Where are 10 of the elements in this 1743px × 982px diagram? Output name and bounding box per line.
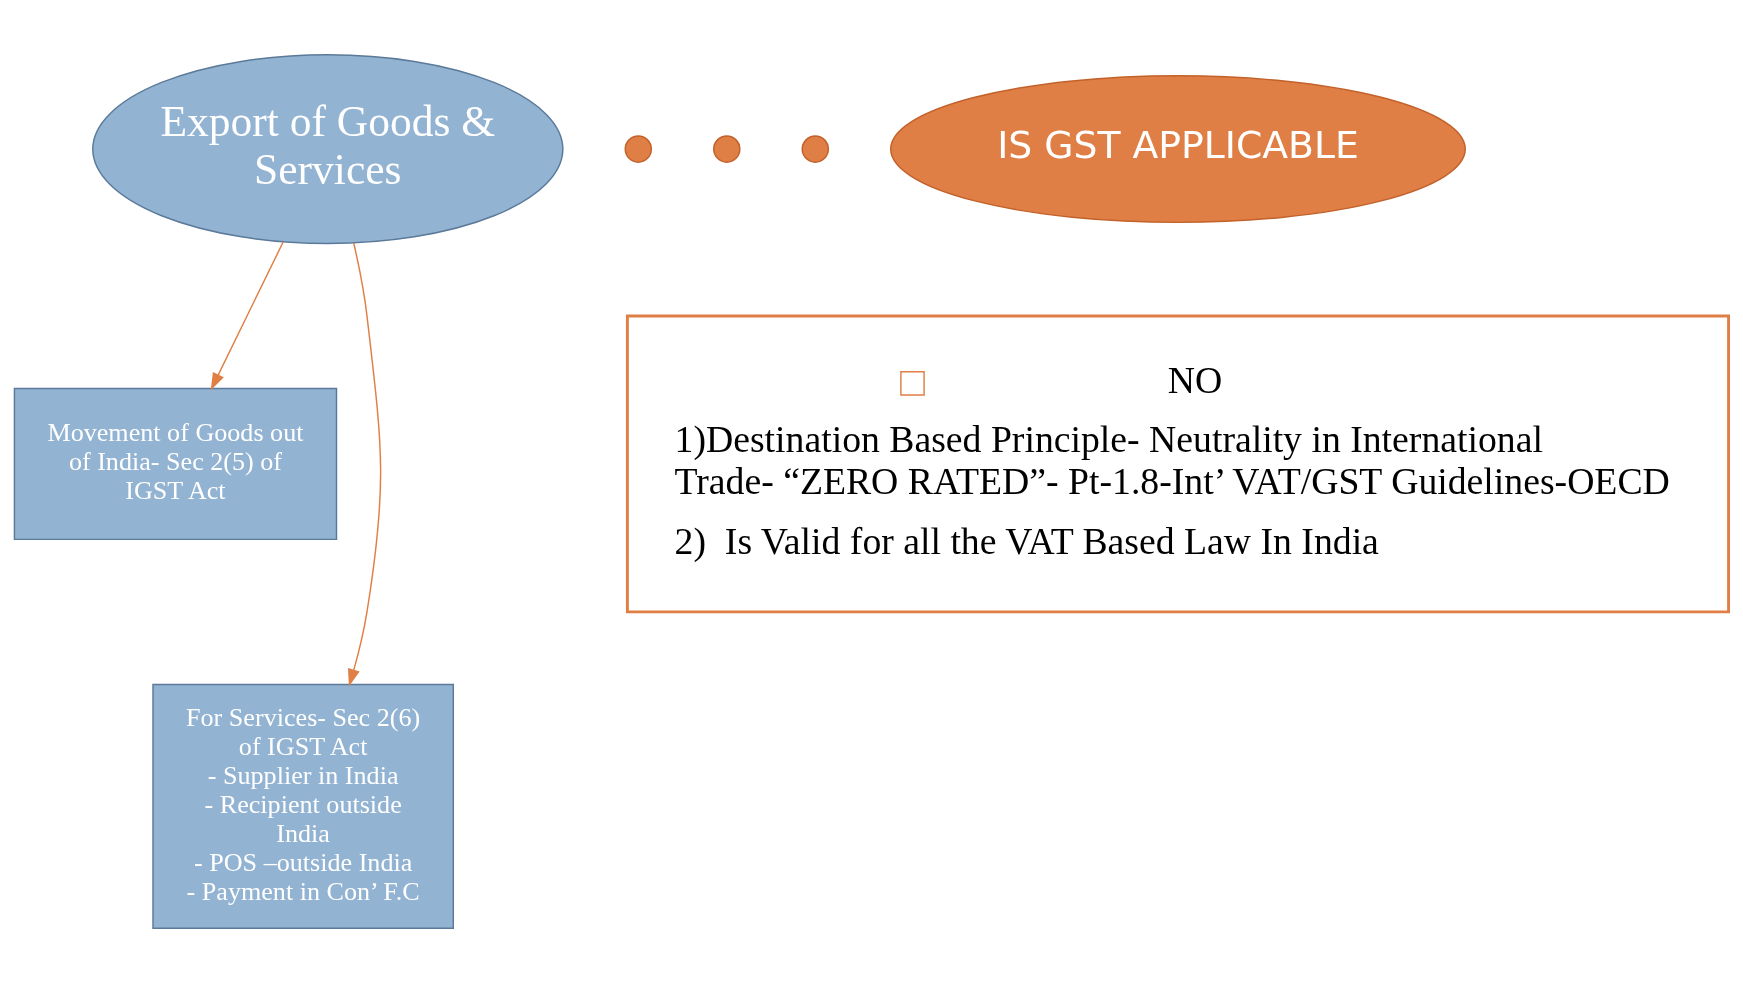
node-ellipse: IS GST APPLICABLE xyxy=(890,74,1466,223)
node-box: Movement of Goods out of India- Sec 2(5) of IGST Act xyxy=(13,387,338,540)
node-circle xyxy=(624,134,653,163)
node-circle xyxy=(713,134,741,163)
arrow xyxy=(348,241,382,686)
node-ellipse: Export of Goods & Services xyxy=(92,53,564,244)
node-circle xyxy=(801,134,830,163)
node-box: NO 1)Destination Based Principle- Neutrality in International Trade- “ZERO RATED”- Pt-1.8-Int’ VAT/GST Guidelines-OECD 2) Is Valid for all the VAT Based Law In India xyxy=(625,314,1730,613)
node-box: For Services- Sec 2(6) of IGST Act - Supplier in India - Recipient outside India - POS –outside India - Payment in Con’ F.C xyxy=(152,683,455,929)
arrow xyxy=(210,240,284,390)
